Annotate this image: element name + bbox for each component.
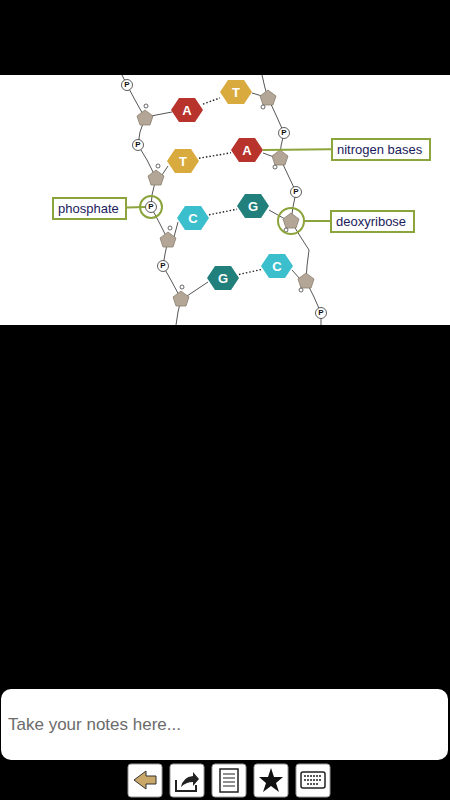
circle-shape [133, 140, 144, 151]
leader-line [263, 148, 331, 151]
base-letter: G [218, 272, 228, 285]
hydrogen-bond [209, 209, 237, 215]
deoxyribose-highlight-ring [278, 208, 304, 234]
base-letter: C [272, 260, 281, 273]
phosphate-label: P [135, 141, 140, 149]
callout-box: phosphate [52, 197, 127, 220]
hexagon-shape [261, 254, 293, 278]
share-button [170, 764, 204, 797]
phosphate-label: P [148, 203, 153, 211]
callout-label: phosphate [58, 201, 121, 216]
circle-shape [279, 128, 290, 139]
nitrogen-base: C [261, 254, 293, 278]
notes-button [212, 764, 246, 797]
phosphate-label: P [318, 309, 323, 317]
base-letter: T [179, 155, 187, 168]
circle-shape [158, 261, 169, 272]
phosphate-label: P [124, 81, 129, 89]
phosphate-label: P [293, 188, 298, 196]
base-letter: A [242, 144, 251, 157]
hexagon-shape [167, 149, 199, 173]
leader-line [127, 206, 145, 208]
callout-box: deoxyribose [330, 210, 415, 233]
circle-shape [122, 80, 133, 91]
callout-label: nitrogen bases [337, 142, 425, 157]
placeholder-text: Take your notes here... [8, 715, 181, 735]
sugar-phosphate-backbone [122, 75, 321, 325]
phosphate-label: P [281, 129, 286, 137]
diagram-panel [0, 75, 450, 325]
phosphate-circle: P [315, 307, 327, 319]
phosphate-circle: P [145, 201, 157, 213]
base-sugar-bonds [151, 93, 300, 296]
callout-label: deoxyribose [336, 214, 409, 229]
nitrogen-base: C [177, 206, 209, 230]
notes-field: Take your notes here... [1, 689, 448, 760]
circle-shape [291, 187, 302, 198]
toolbar [128, 764, 330, 797]
nitrogen-base: A [231, 138, 263, 162]
circle-shape [146, 202, 157, 213]
circle-shape [316, 308, 327, 319]
nitrogen-base: A [171, 98, 203, 122]
deoxyribose-sugars [137, 90, 314, 306]
nitrogen-base: G [207, 266, 239, 290]
hydrogen-bond [199, 153, 231, 159]
hydrogen-bond [203, 98, 220, 104]
phosphate-circle: P [157, 260, 169, 272]
leader-line [304, 220, 330, 222]
hexagon-shape [231, 138, 263, 162]
keyboard-button [296, 764, 330, 797]
oxygen-dots [144, 104, 303, 292]
hydrogen-bond [239, 270, 261, 275]
phosphate-circle: P [290, 186, 302, 198]
hexagon-shape [220, 80, 252, 104]
hexagon-shape [207, 266, 239, 290]
phosphate-label: P [160, 262, 165, 270]
nitrogen-base: T [220, 80, 252, 104]
hexagon-shape [171, 98, 203, 122]
phosphate-circle: P [278, 127, 290, 139]
hexagon-shape [177, 206, 209, 230]
nitrogen-base: G [237, 194, 269, 218]
base-letter: A [182, 104, 191, 117]
phosphate-circle: P [121, 79, 133, 91]
hexagon-shape [237, 194, 269, 218]
phosphate-circle: P [132, 139, 144, 151]
back-button [128, 764, 162, 797]
base-letter: G [248, 200, 258, 213]
base-letter: C [188, 212, 197, 225]
base-letter: T [232, 86, 240, 99]
nitrogen-base: T [167, 149, 199, 173]
callout-box: nitrogen bases [331, 138, 431, 161]
favorite-button [254, 764, 288, 797]
